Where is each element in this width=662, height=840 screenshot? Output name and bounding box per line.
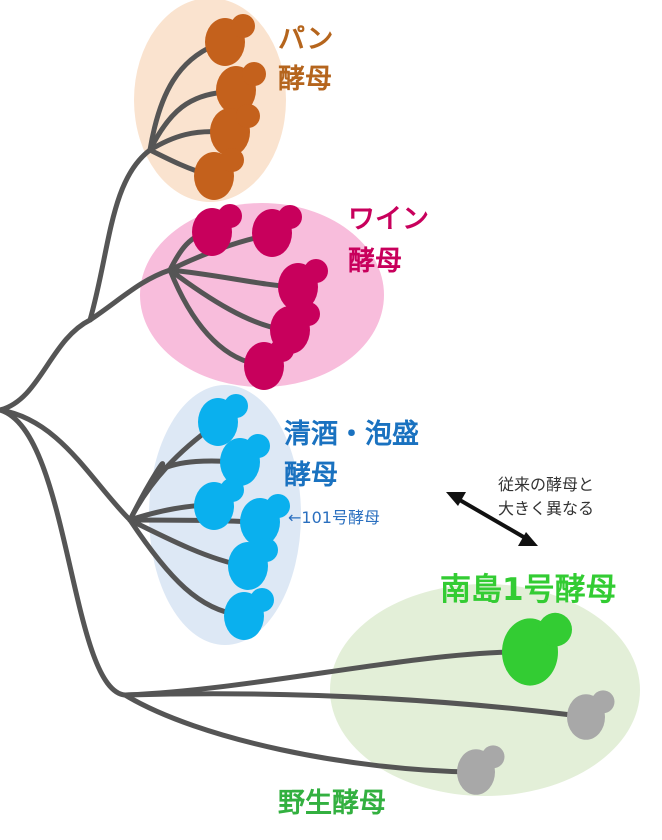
yeast-cell-icon bbox=[240, 494, 290, 546]
yeast-cell-icon bbox=[224, 588, 274, 640]
yeast-cell-icon bbox=[278, 259, 328, 311]
wild-label: 野生酵母 bbox=[278, 788, 386, 819]
branch-line bbox=[0, 407, 133, 523]
branch-line bbox=[87, 267, 173, 323]
yeast-cell-icon bbox=[252, 205, 302, 257]
yeast-cell-icon bbox=[228, 538, 278, 590]
yeast-cell-icon bbox=[194, 478, 244, 530]
annotation-line2: 大きく異なる bbox=[498, 499, 594, 518]
yeast-cell-icon bbox=[205, 14, 255, 66]
branch-line bbox=[122, 691, 583, 719]
sake-101-note: ←101号酵母 bbox=[288, 508, 380, 527]
branch-line bbox=[127, 517, 258, 525]
yeast-cells bbox=[192, 14, 615, 795]
bread-label-line1: パン bbox=[278, 24, 333, 55]
sake-label-line2: 酵母 bbox=[284, 460, 338, 491]
yeast-cell-icon bbox=[198, 394, 248, 446]
bread-group-ellipse bbox=[134, 0, 286, 202]
wine-label-line2: 酵母 bbox=[348, 246, 402, 277]
yeast-cell-icon bbox=[194, 148, 244, 200]
yeast-cell-icon bbox=[567, 690, 615, 740]
branch-line bbox=[0, 407, 128, 698]
nanto-label: 南島1号酵母 bbox=[440, 572, 617, 608]
wine-label-line1: ワイン bbox=[348, 204, 429, 235]
branch-line bbox=[147, 89, 228, 153]
double-arrow-icon bbox=[446, 492, 538, 546]
sake-label-line1: 清酒・泡盛 bbox=[284, 418, 419, 450]
yeast-cell-icon bbox=[457, 745, 505, 795]
yeast-cell-icon bbox=[220, 434, 270, 486]
yeast-cell-icon bbox=[210, 104, 260, 156]
yeast-cell-icon bbox=[216, 62, 266, 114]
yeast-cell-icon bbox=[192, 204, 242, 256]
branch-line bbox=[0, 147, 153, 413]
branch-line bbox=[147, 42, 218, 153]
branch-line bbox=[122, 692, 473, 775]
annotation-line1: 従来の酵母と bbox=[498, 475, 594, 494]
yeast-cell-icon bbox=[502, 612, 572, 686]
yeast-cell-icon bbox=[244, 338, 294, 390]
bread-label-line2: 酵母 bbox=[278, 64, 332, 95]
